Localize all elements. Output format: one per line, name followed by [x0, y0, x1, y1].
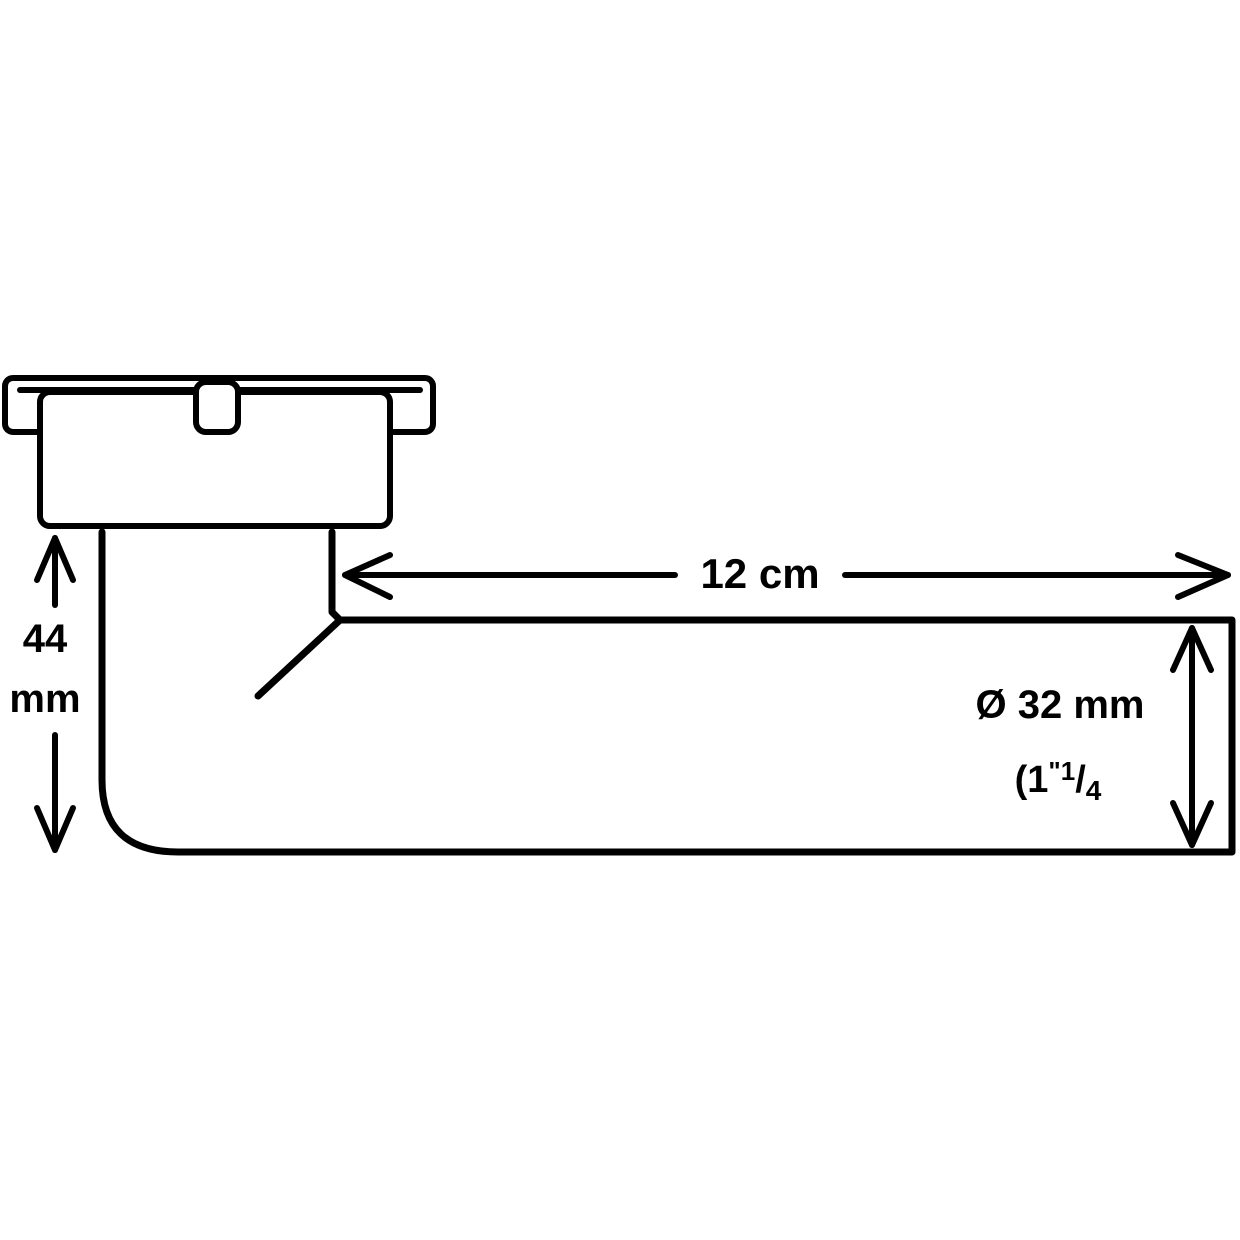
length-arrow-left: [342, 552, 393, 600]
diameter-label: Ø 32 mm: [976, 683, 1145, 727]
height-label-value: 44: [23, 617, 68, 661]
pipe-inner-bend: [254, 616, 344, 700]
height-dimension: 44 mm: [9, 535, 81, 853]
height-arrow-up: [34, 535, 76, 583]
inch-open: (1: [1015, 759, 1049, 801]
diameter-inch-label: (1"1/4: [1015, 756, 1102, 806]
pipe-outline: [98, 528, 1236, 856]
pipe-elbow: [98, 528, 1236, 856]
diameter-arrow-down: [1170, 800, 1214, 848]
length-dimension: 12 cm: [342, 550, 1231, 600]
inch-denominator: 4: [1086, 775, 1102, 806]
nut-notch: [193, 379, 241, 435]
length-arrow-right: [1175, 552, 1231, 600]
height-label-unit: mm: [9, 677, 80, 721]
diameter-arrow-up: [1170, 625, 1214, 673]
height-arrow-down: [34, 805, 76, 853]
nut-flange: [2, 375, 436, 529]
inch-numerator: 1: [1061, 756, 1075, 786]
length-label: 12 cm: [700, 550, 819, 597]
diameter-dimension: Ø 32 mm (1"1/4: [976, 625, 1214, 848]
inch-slash: /: [1075, 759, 1086, 801]
inch-mark: ": [1048, 756, 1060, 786]
